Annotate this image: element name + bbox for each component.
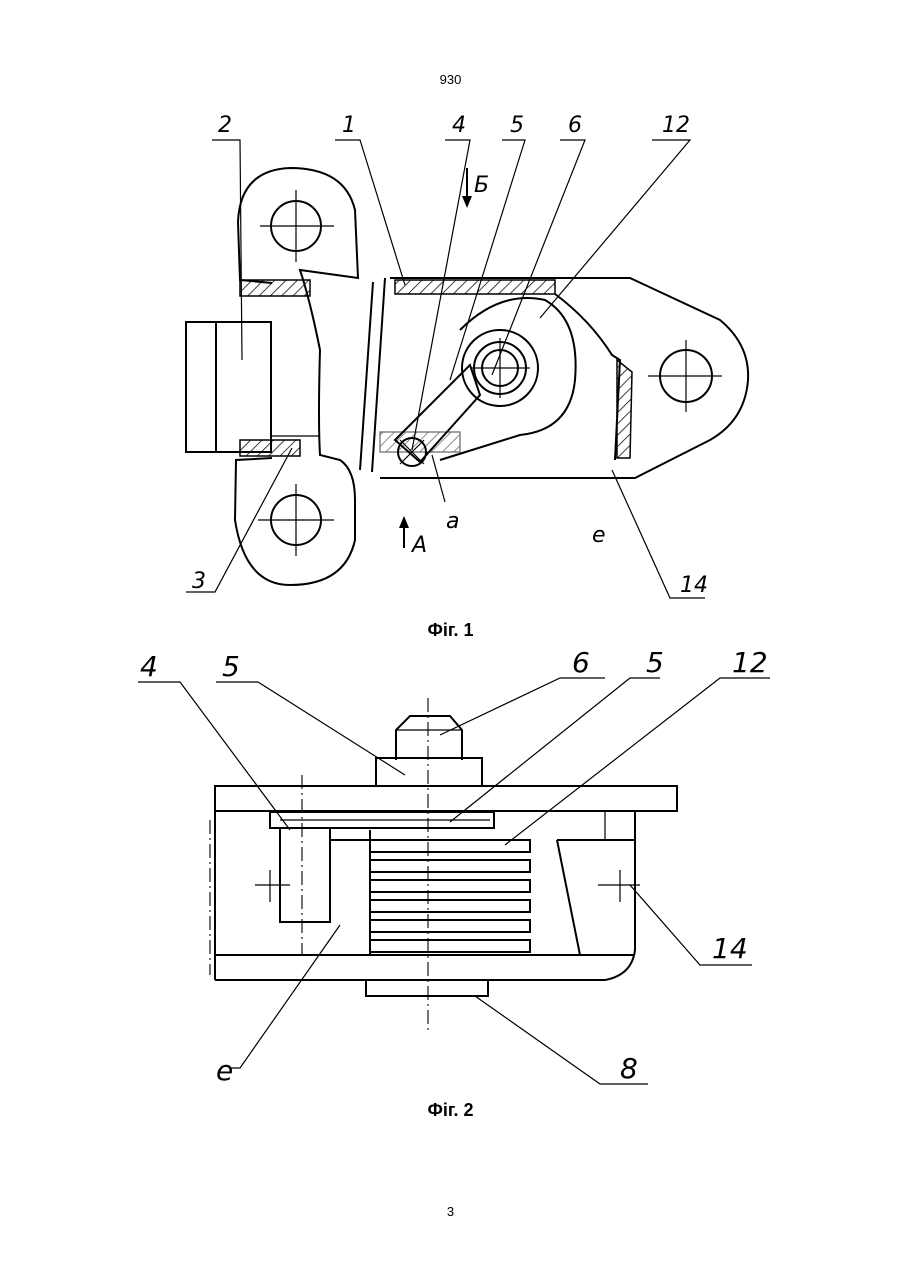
fig2-label-4: 4 — [140, 650, 158, 683]
fig2-label-12: 12 — [732, 646, 768, 679]
fig2-label-5b: 5 — [646, 646, 664, 679]
fig2-label-5a: 5 — [222, 650, 240, 683]
fig2-label-14: 14 — [712, 932, 748, 965]
fig2-label-8: 8 — [620, 1052, 638, 1085]
fig2-label-6: 6 — [572, 646, 590, 679]
figure-2-caption: Фіг. 2 — [0, 1100, 901, 1121]
page-number-bottom: 3 — [0, 1204, 901, 1219]
fig2-label-e: e — [216, 1054, 233, 1087]
figure-2-drawing: 4 5 6 5 12 14 e 8 — [0, 0, 901, 1100]
